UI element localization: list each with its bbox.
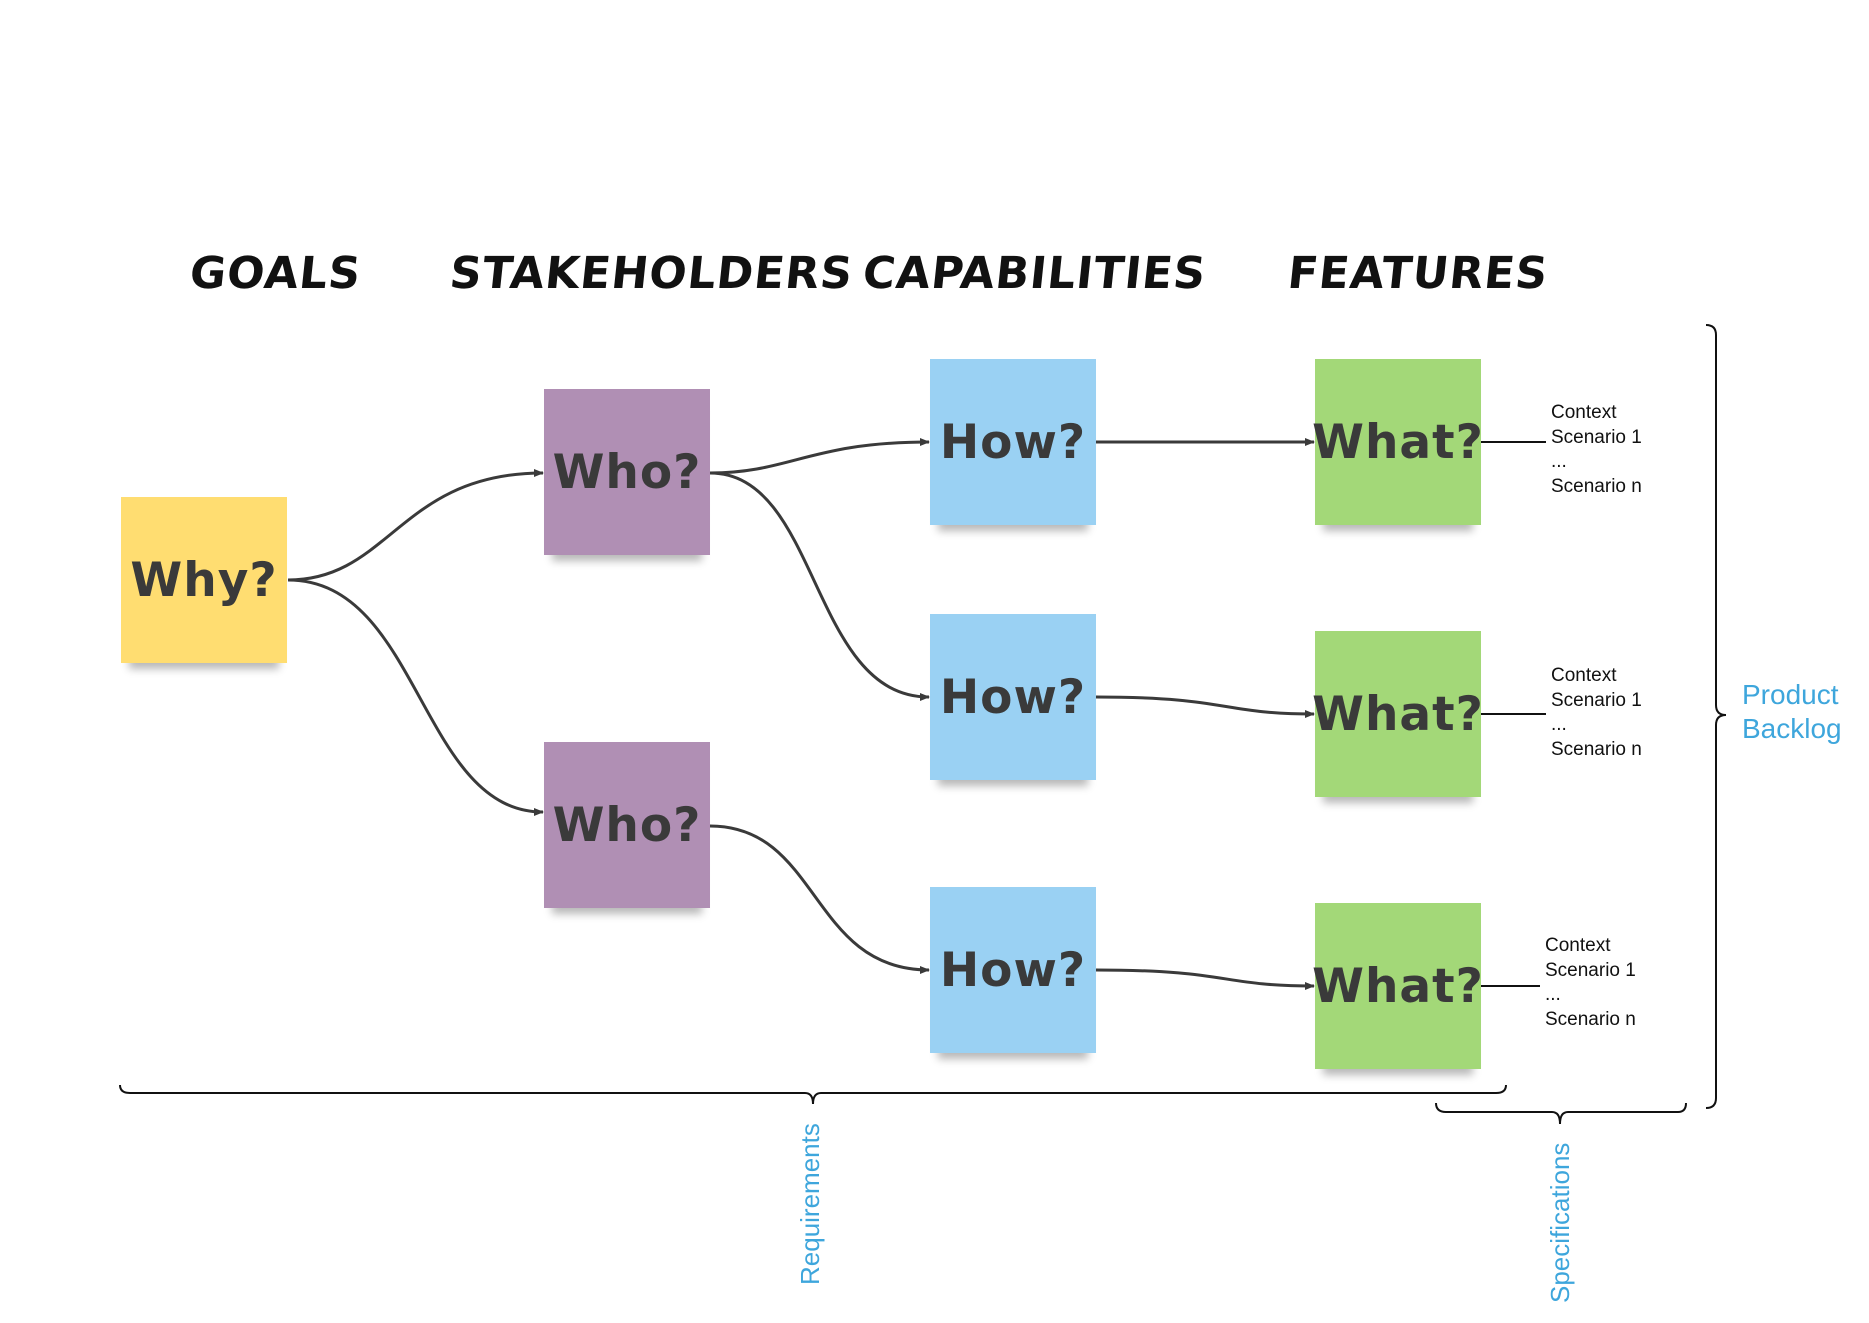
heading-features: FEATURES — [1285, 248, 1551, 299]
heading-stakeholders: STAKEHOLDERS — [447, 248, 856, 299]
note-what-2: What? — [1312, 631, 1484, 797]
arrow-why-to-who-1 — [287, 469, 544, 582]
spec-ellipsis: ... — [1551, 714, 1567, 735]
spec-scenario-first: Scenario 1 — [1551, 689, 1642, 711]
note-how-label: How? — [939, 669, 1087, 725]
product-backlog-line1: Product — [1742, 679, 1839, 710]
requirements-label: Requirements — [795, 1123, 825, 1285]
spec-context: Context — [1551, 402, 1617, 423]
note-what-label: What? — [1312, 686, 1484, 742]
spec-context: Context — [1551, 665, 1617, 686]
note-who-label: Who? — [552, 444, 702, 500]
heading-capabilities: CAPABILITIES — [860, 248, 1209, 299]
note-what-3: What? — [1312, 903, 1484, 1069]
note-how-3: How? — [930, 887, 1096, 1053]
note-why: Why? — [121, 497, 287, 663]
requirements-brace — [119, 1084, 1507, 1105]
note-why-label: Why? — [130, 552, 278, 608]
product-backlog-brace — [1705, 324, 1727, 1109]
spec-block-2: Context Scenario 1 ... Scenario n — [1551, 664, 1642, 762]
product-backlog-label: Product Backlog — [1742, 678, 1842, 746]
spec-scenario-last: Scenario n — [1545, 1008, 1636, 1030]
heading-goals: GOALS — [187, 248, 364, 299]
arrow-how3-to-what3 — [1095, 968, 1315, 990]
note-what-label: What? — [1312, 958, 1484, 1014]
spec-block-3: Context Scenario 1 ... Scenario n — [1545, 934, 1636, 1032]
note-who-2: Who? — [544, 742, 710, 908]
spec-context: Context — [1545, 935, 1611, 956]
arrow-who1-to-how1 — [709, 438, 930, 475]
spec-scenario-first: Scenario 1 — [1545, 959, 1636, 981]
spec-scenario-first: Scenario 1 — [1551, 426, 1642, 448]
specifications-label: Specifications — [1545, 1142, 1575, 1303]
note-what-1: What? — [1312, 359, 1484, 525]
arrow-who1-to-how2 — [709, 471, 930, 701]
spec-ellipsis: ... — [1551, 451, 1567, 472]
note-how-1: How? — [930, 359, 1096, 525]
spec-block-1: Context Scenario 1 ... Scenario n — [1551, 401, 1642, 499]
note-what-label: What? — [1312, 414, 1484, 470]
arrow-who2-to-how3 — [709, 824, 930, 974]
spec-ellipsis: ... — [1545, 984, 1561, 1005]
arrow-how2-to-what2 — [1095, 695, 1315, 718]
note-how-label: How? — [939, 414, 1087, 470]
note-who-1: Who? — [544, 389, 710, 555]
specifications-brace — [1435, 1102, 1687, 1125]
product-backlog-line2: Backlog — [1742, 713, 1842, 744]
note-how-2: How? — [930, 614, 1096, 780]
spec-scenario-last: Scenario n — [1551, 738, 1642, 760]
note-how-label: How? — [939, 942, 1087, 998]
note-who-label: Who? — [552, 797, 702, 853]
spec-scenario-last: Scenario n — [1551, 475, 1642, 497]
arrow-why-to-who-2 — [287, 578, 544, 816]
